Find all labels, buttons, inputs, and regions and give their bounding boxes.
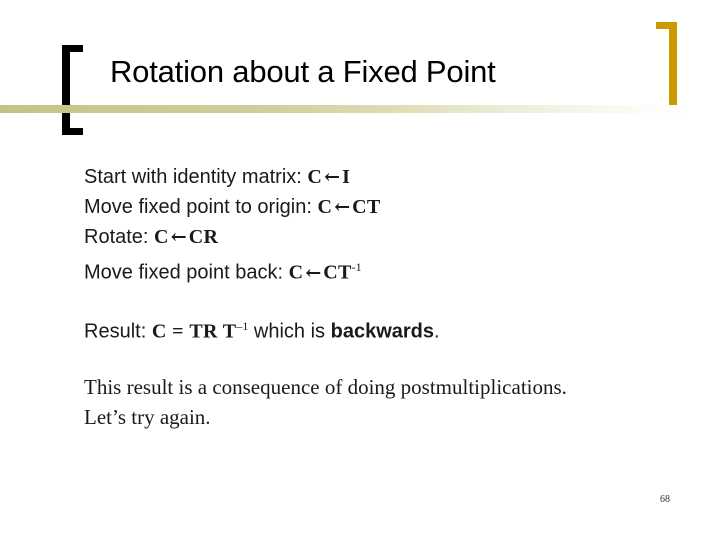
result-prefix: Result: <box>84 320 147 343</box>
title-band: Rotation about a Fixed Point <box>0 0 720 140</box>
list-item: Start with identity matrix: C←I <box>84 162 684 192</box>
step-exponent: -1 <box>351 260 362 274</box>
step-lhs: C <box>154 226 169 248</box>
step-rhs: CR <box>188 226 219 248</box>
list-item: Move fixed point to origin: C←CT <box>84 192 684 222</box>
page-number: 68 <box>660 494 670 505</box>
step-lhs: C <box>317 196 333 218</box>
steps-list: Start with identity matrix: C←I Move fix… <box>84 162 684 288</box>
result-suffix: . <box>434 320 440 343</box>
page-title: Rotation about a Fixed Point <box>110 54 496 89</box>
result-rhs: TR T <box>189 320 237 343</box>
closing-paragraph: This result is a consequence of doing po… <box>84 372 684 432</box>
step-rhs: CT <box>323 261 352 284</box>
result-equals: = <box>172 320 184 343</box>
result-statement: Result: C = TR T–1 which is backwards. <box>84 312 440 346</box>
left-arrow-icon: ← <box>305 261 322 284</box>
title-divider-rule <box>0 105 720 113</box>
left-arrow-icon: ← <box>334 196 351 218</box>
bracket-left-decoration <box>62 45 83 135</box>
step-label: Move fixed point to origin: <box>84 196 312 218</box>
step-label: Start with identity matrix: <box>84 166 302 188</box>
step-label: Rotate: <box>84 226 149 248</box>
result-middle: which is <box>253 320 326 343</box>
left-arrow-icon: ← <box>170 226 187 248</box>
step-lhs: C <box>307 166 323 188</box>
list-item: Rotate: C←CR <box>84 222 684 252</box>
left-arrow-icon: ← <box>324 166 341 188</box>
step-rhs: CT <box>352 196 381 218</box>
closing-line-1: This result is a consequence of doing po… <box>84 375 567 399</box>
step-rhs: I <box>342 166 351 188</box>
result-emphasis: backwards <box>330 320 435 343</box>
step-label: Move fixed point back: <box>84 261 283 284</box>
list-item: Move fixed point back: C←CT-1 <box>84 252 684 288</box>
result-exponent: –1 <box>236 319 249 333</box>
closing-line-2: Let’s try again. <box>84 405 211 429</box>
bracket-right-decoration <box>656 22 677 112</box>
result-lhs: C <box>151 320 167 343</box>
step-lhs: C <box>288 261 304 284</box>
